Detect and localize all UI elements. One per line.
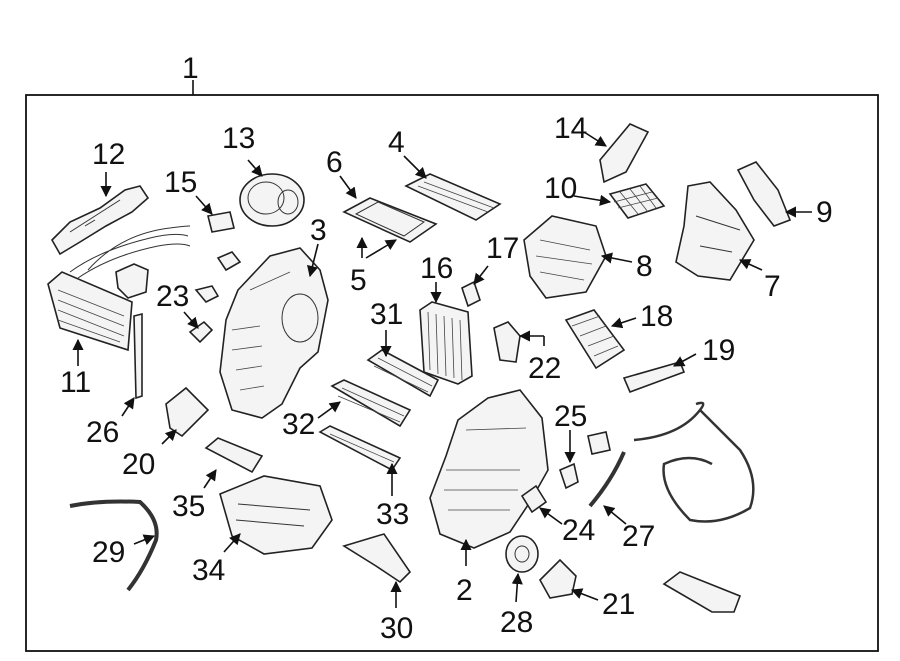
callout-20: 20 — [122, 448, 155, 481]
callout-8: 8 — [636, 250, 653, 283]
leader-35 — [203, 469, 217, 489]
part-27-hose — [588, 451, 626, 508]
part-3-blower-case — [219, 247, 329, 419]
callout-22: 22 — [528, 352, 561, 385]
callout-3: 3 — [310, 214, 327, 247]
leader-28 — [511, 572, 523, 603]
leader-8 — [600, 252, 633, 264]
callout-18: 18 — [640, 300, 673, 333]
leader-7 — [738, 259, 763, 271]
callout-25: 25 — [554, 400, 587, 433]
leader-27 — [603, 505, 627, 525]
part-2-main-case — [429, 389, 549, 549]
part-19-trim — [622, 361, 686, 394]
callout-29: 29 — [92, 536, 125, 569]
callout-23: 23 — [156, 280, 189, 313]
assembly-frame — [25, 94, 879, 652]
leader-18 — [610, 317, 637, 329]
part-24-actuator — [520, 484, 548, 514]
callout-26: 26 — [86, 416, 119, 449]
callout-7: 7 — [764, 270, 781, 303]
callout-21: 21 — [602, 588, 635, 621]
leader-13 — [247, 159, 263, 177]
part-33-door — [318, 425, 402, 472]
callout-31: 31 — [370, 298, 403, 331]
part-23-actuator — [188, 285, 220, 344]
part-35-cover — [204, 437, 264, 474]
callout-15: 15 — [164, 166, 197, 199]
leader-23 — [183, 311, 199, 329]
part-18-filter — [564, 309, 626, 370]
callout-19: 19 — [702, 334, 735, 367]
part-8-case — [523, 215, 607, 299]
leader-21 — [570, 588, 599, 601]
callout-27: 27 — [622, 520, 655, 553]
part-15-resistor — [207, 211, 235, 233]
callout-14: 14 — [554, 112, 587, 145]
leader-32 — [317, 401, 341, 419]
part-11-heater-core — [47, 225, 191, 352]
callout-28: 28 — [500, 606, 533, 639]
callout-13: 13 — [222, 122, 255, 155]
leader-3 — [307, 243, 319, 278]
leader-24 — [539, 507, 563, 525]
callout-35: 35 — [172, 490, 205, 523]
leader-26 — [121, 397, 135, 417]
callout-16: 16 — [420, 252, 453, 285]
callout-33: 33 — [376, 498, 409, 531]
callout-1: 1 — [182, 52, 199, 85]
callout-10: 10 — [544, 172, 577, 205]
part-34-lower-case — [219, 475, 333, 555]
part-32-door — [330, 379, 412, 428]
leader-19 — [673, 353, 697, 367]
callout-5: 5 — [350, 264, 367, 297]
part-14-seal — [599, 123, 650, 184]
callout-6: 6 — [326, 146, 343, 179]
part-clip — [216, 251, 242, 272]
part-4-filter — [404, 173, 502, 221]
part-22-sensor — [493, 321, 521, 363]
callout-17: 17 — [486, 232, 519, 265]
part-16-evaporator — [419, 301, 473, 385]
leader-20 — [161, 429, 177, 445]
leader-4 — [403, 155, 427, 179]
part-sensor-block — [115, 263, 149, 299]
leader-17 — [473, 265, 489, 285]
callout-32: 32 — [282, 408, 315, 441]
leader-5b — [365, 239, 397, 259]
leader-10 — [573, 194, 612, 206]
part-21-actuator — [539, 558, 577, 599]
part-6-filter-frame — [342, 197, 438, 243]
leader-15 — [195, 195, 213, 215]
part-31-door — [366, 349, 440, 398]
callout-2: 2 — [456, 574, 473, 607]
callout-30: 30 — [380, 612, 413, 645]
part-26-hose — [133, 312, 143, 400]
part-wiring-harness — [633, 401, 755, 523]
callout-4: 4 — [388, 126, 405, 159]
part-17-grommet — [461, 280, 481, 308]
leader-6 — [339, 175, 357, 199]
leader-14 — [583, 131, 607, 147]
callout-9: 9 — [816, 196, 833, 229]
part-20-actuator — [165, 386, 210, 438]
leader-29 — [133, 534, 156, 545]
part-12-bracket — [51, 185, 150, 256]
callout-24: 24 — [562, 514, 595, 547]
callout-34: 34 — [192, 554, 225, 587]
part-30-actuator — [342, 533, 412, 584]
part-10-grille — [608, 183, 666, 219]
callout-11: 11 — [60, 366, 91, 399]
part-13-blower-motor — [239, 173, 305, 227]
callout-12: 12 — [92, 138, 125, 171]
part-29-hose — [69, 499, 159, 592]
leader-34 — [223, 533, 241, 553]
part-7-duct — [675, 181, 755, 281]
part-9-seal — [736, 161, 792, 227]
part-28-motor — [505, 535, 539, 573]
part-duct-bottom — [662, 571, 742, 613]
part-25-sensor — [559, 431, 611, 490]
